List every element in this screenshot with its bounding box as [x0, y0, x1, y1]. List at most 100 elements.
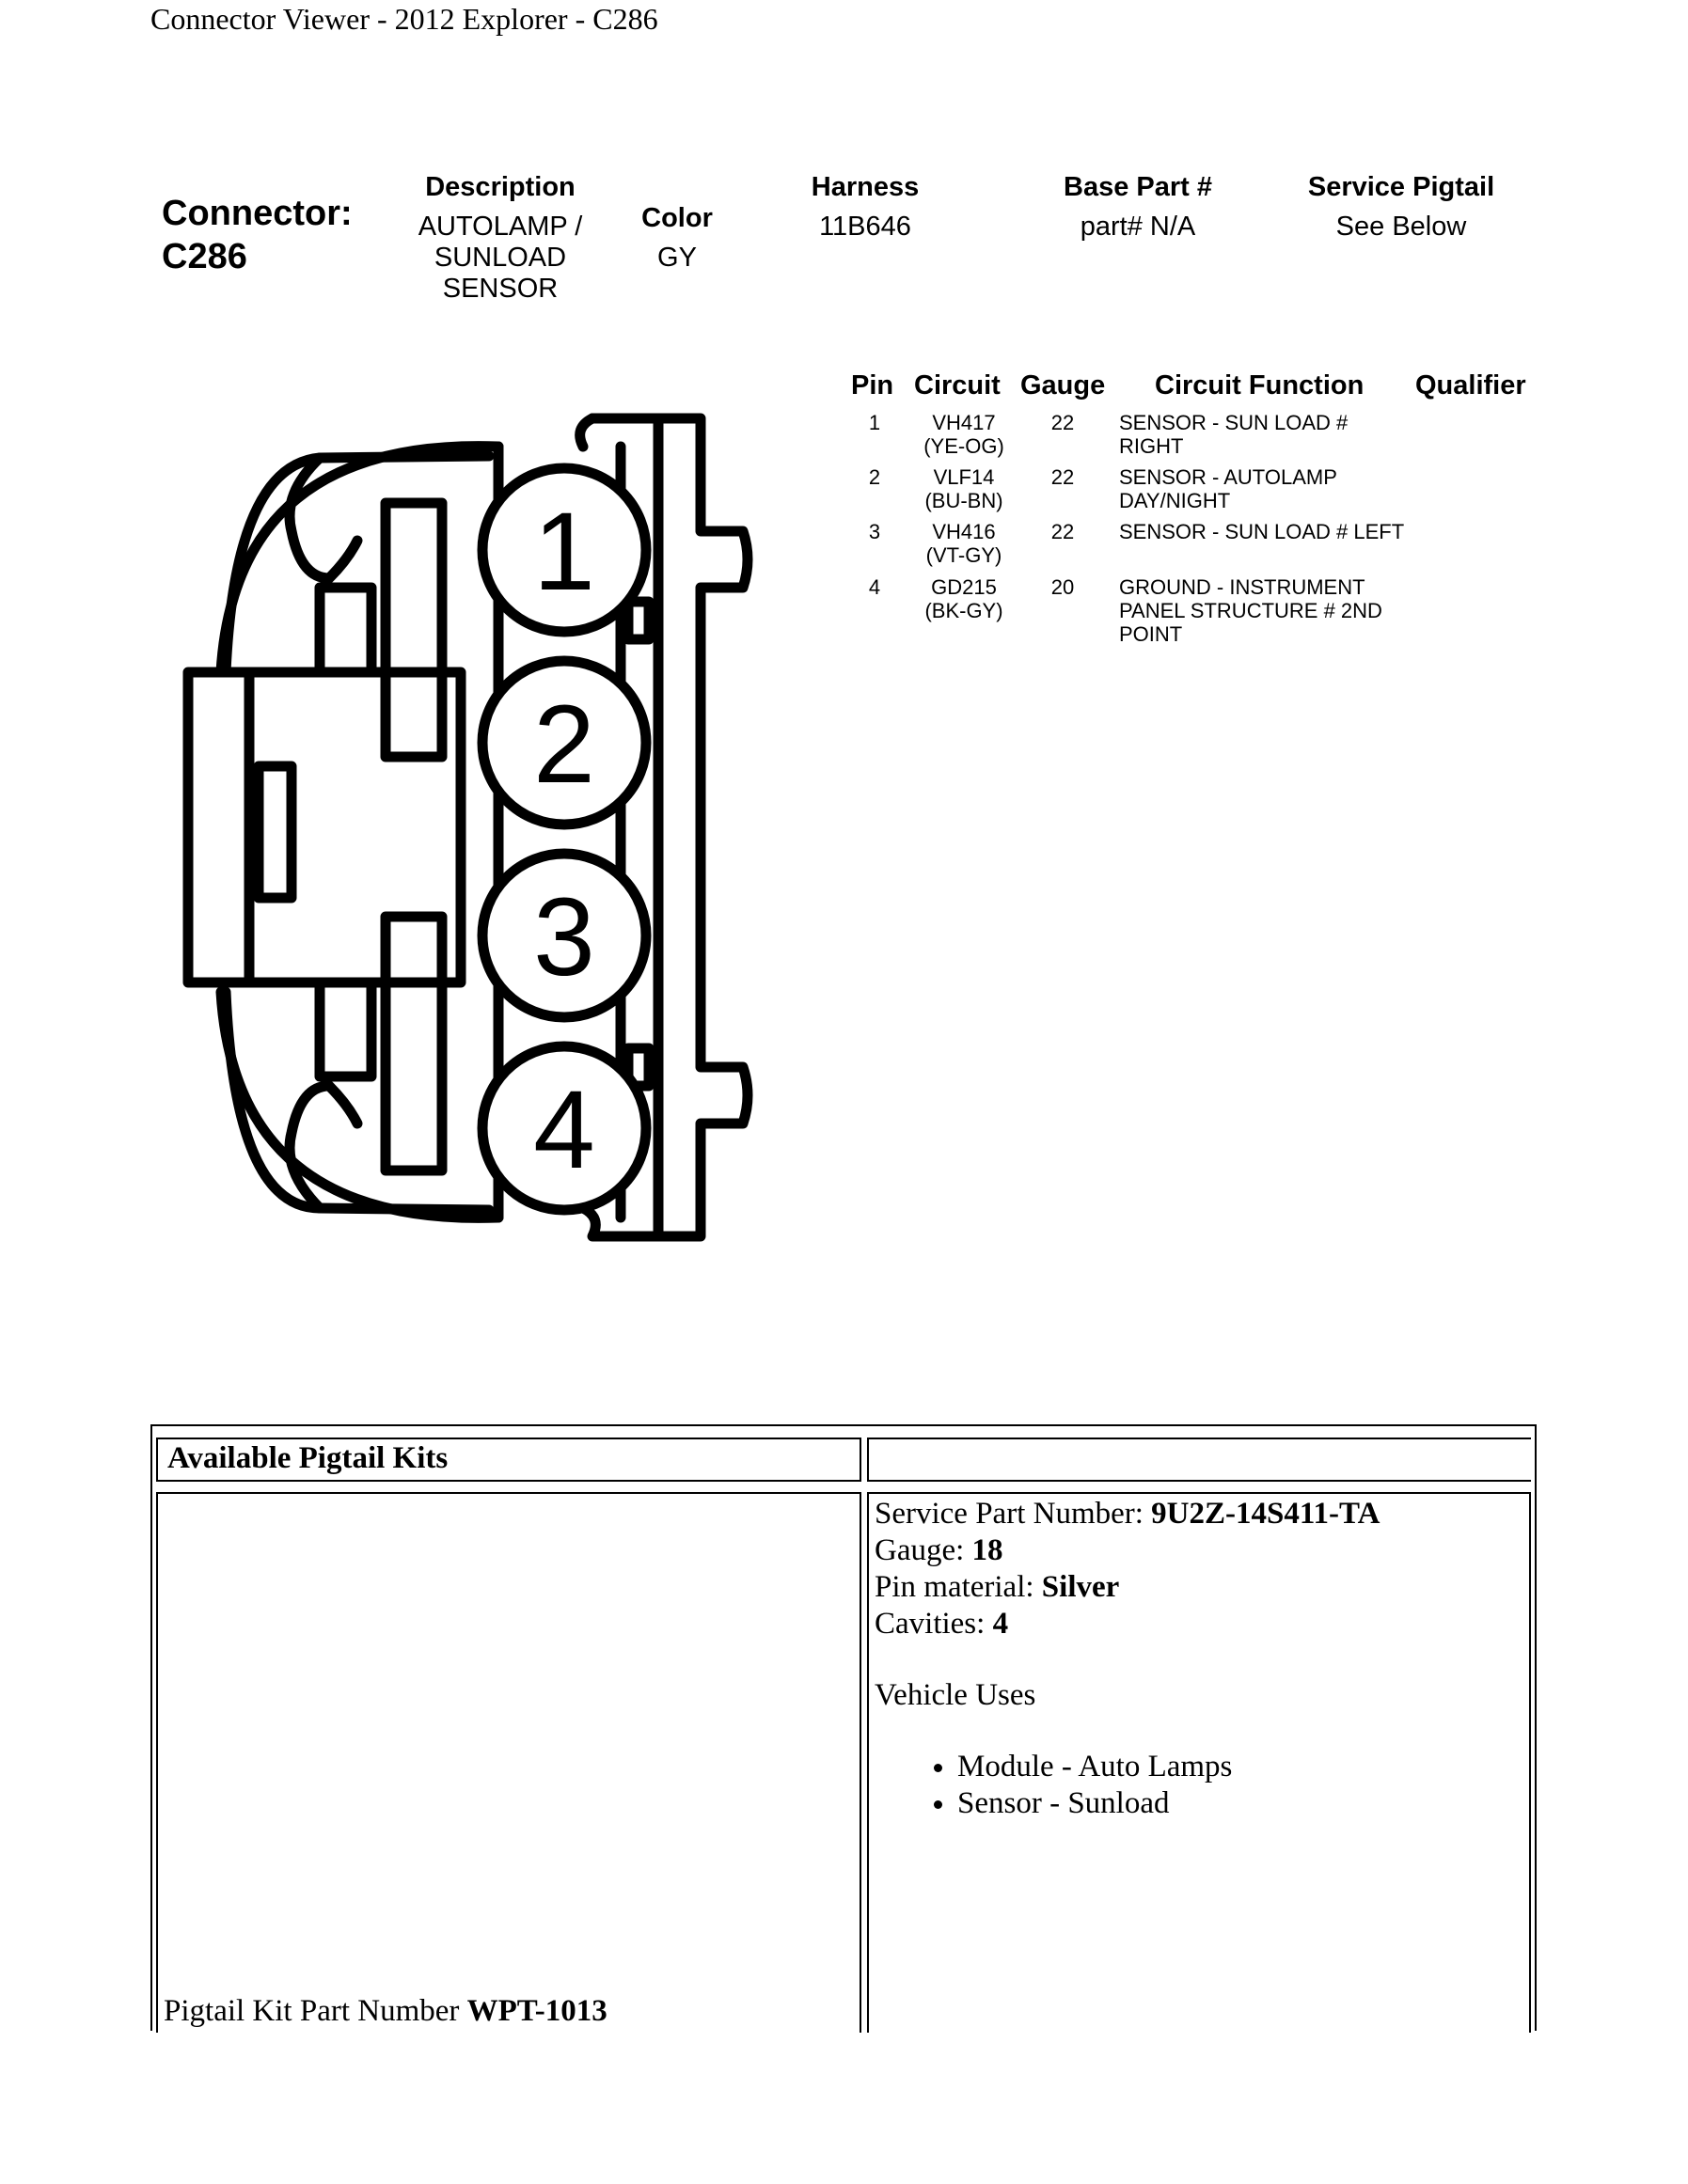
pin-material: Pin material: Silver — [875, 1569, 1523, 1606]
circuit-id: VH416 — [932, 520, 996, 543]
cavity-2 — [477, 655, 652, 830]
service-pigtail-heading: Service Pigtail — [1307, 172, 1495, 202]
circuit-color: (YE-OG) — [923, 434, 1004, 458]
description-line: SUNLOAD — [434, 243, 567, 273]
color-heading: Color — [641, 203, 713, 233]
service-part-label: Service Part Number: — [875, 1497, 1152, 1531]
right-latch-outline — [577, 413, 753, 1242]
upper-post — [314, 582, 377, 678]
cavity-2-number: 2 — [533, 683, 595, 807]
pin-gauge: 22 — [1050, 411, 1075, 434]
pin-number: 1 — [868, 411, 881, 434]
gauge-header: Gauge — [1020, 370, 1106, 401]
list-item: Sensor - Sunload — [957, 1785, 1523, 1822]
cavity-4-number: 4 — [533, 1068, 595, 1192]
cavity-4 — [477, 1041, 652, 1216]
lower-rail — [380, 911, 448, 1176]
pigtail-detail-cell: Service Part Number: 9U2Z-14S411-TA Gaug… — [867, 1492, 1531, 2033]
vehicle-uses-title: Vehicle Uses — [875, 1678, 1036, 1712]
pin-header: Pin — [851, 370, 894, 401]
vehicle-uses-list: Module - Auto Lamps Sensor - Sunload — [875, 1749, 1523, 1822]
left-housing-block — [182, 667, 466, 988]
right-latch-top — [575, 413, 598, 452]
pin-circuit: VH416 (VT-GY) — [907, 520, 1020, 567]
function-line: PANEL STRUCTURE # 2ND — [1119, 599, 1382, 622]
cavities-label: Cavities: — [875, 1607, 993, 1641]
circuit-function-header: Circuit Function — [1155, 370, 1365, 401]
pin-number: 2 — [868, 465, 881, 489]
pin-gauge: 20 — [1050, 575, 1075, 599]
base-part-heading: Base Part # — [1064, 172, 1212, 202]
harness-value: 11B646 — [819, 212, 911, 242]
service-part-value: 9U2Z-14S411-TA — [1151, 1497, 1380, 1531]
pin-function: SENSOR - AUTOLAMP DAY/NIGHT — [1119, 465, 1429, 512]
pin-number: 4 — [868, 575, 881, 599]
cavity-1 — [477, 463, 652, 637]
cavity-3-number: 3 — [533, 875, 595, 999]
connector-label: Connector: C286 — [162, 192, 353, 278]
base-part-value: part# N/A — [1080, 212, 1196, 242]
function-line: DAY/NIGHT — [1119, 489, 1231, 512]
service-part-number: Service Part Number: 9U2Z-14S411-TA — [875, 1496, 1523, 1532]
function-line: SENSOR - AUTOLAMP — [1119, 465, 1337, 489]
connector-label-text: Connector: — [162, 194, 353, 233]
pigtail-kit-cell: Pigtail Kit Part Number WPT-1013 — [156, 1492, 861, 2033]
rail-tab-top — [623, 596, 655, 645]
housing-outer — [220, 450, 495, 678]
pin-number: 3 — [868, 520, 881, 543]
harness-heading: Harness — [811, 172, 920, 202]
page-title: Connector Viewer - 2012 Explorer - C286 — [150, 2, 658, 36]
circuit-color: (BK-GY) — [924, 599, 1003, 622]
pigtail-header-empty-cell — [867, 1438, 1531, 1482]
pigtail-kit-part-number: Pigtail Kit Part Number WPT-1013 — [164, 1994, 607, 2029]
latch-top — [284, 452, 363, 584]
pin-material-label: Pin material: — [875, 1570, 1042, 1604]
circuit-id: GD215 — [931, 575, 997, 599]
circuit-color: (VT-GY) — [925, 543, 1002, 567]
pin-function: GROUND - INSTRUMENT PANEL STRUCTURE # 2N… — [1119, 575, 1429, 646]
pin-circuit: VH417 (YE-OG) — [907, 411, 1020, 458]
list-item: Module - Auto Lamps — [957, 1749, 1523, 1785]
pin-circuit: GD215 (BK-GY) — [907, 575, 1020, 622]
upper-rail — [380, 497, 448, 762]
cavity-3 — [477, 848, 652, 1023]
function-line: RIGHT — [1119, 434, 1184, 458]
description-value: AUTOLAMP / SUNLOAD SENSOR — [397, 212, 604, 305]
pin-gauge: 22 — [1050, 465, 1075, 489]
cavities-value: 4 — [992, 1607, 1009, 1641]
circuit-id: VH417 — [932, 411, 996, 434]
pin-function: SENSOR - SUN LOAD # LEFT — [1119, 520, 1458, 543]
cavities: Cavities: 4 — [875, 1606, 1523, 1642]
function-line: POINT — [1119, 622, 1183, 646]
pigtail-kit-value: WPT-1013 — [466, 1994, 607, 2028]
circuit-color: (BU-BN) — [924, 489, 1003, 512]
function-line: SENSOR - SUN LOAD # — [1119, 411, 1349, 434]
pin-function: SENSOR - SUN LOAD # RIGHT — [1119, 411, 1429, 458]
cavity-1-number: 1 — [533, 490, 595, 614]
pigtail-gauge: Gauge: 18 — [875, 1532, 1523, 1569]
pin-gauge: 22 — [1050, 520, 1075, 543]
pigtail-gauge-label: Gauge: — [875, 1533, 972, 1567]
service-pigtail-value: See Below — [1335, 212, 1467, 242]
connector-id: C286 — [162, 237, 247, 276]
pigtail-details: Service Part Number: 9U2Z-14S411-TA Gaug… — [875, 1496, 1523, 1822]
connector-face-diagram: 1 2 3 4 — [182, 413, 753, 1242]
function-line: SENSOR - SUN LOAD # LEFT — [1119, 520, 1405, 543]
color-value: GY — [657, 243, 697, 273]
pigtail-kit-label: Pigtail Kit Part Number — [164, 1994, 467, 2028]
pin-material-value: Silver — [1041, 1570, 1120, 1604]
qualifier-header: Qualifier — [1415, 370, 1526, 401]
lower-post — [314, 977, 377, 1082]
pin-circuit: VLF14 (BU-BN) — [907, 465, 1020, 512]
description-heading: Description — [425, 172, 576, 202]
latch-bottom — [284, 1080, 363, 1214]
pigtail-title-cell: Available Pigtail Kits — [156, 1438, 861, 1482]
pigtail-title: Available Pigtail Kits — [167, 1441, 449, 1475]
circuit-id: VLF14 — [933, 465, 995, 489]
housing-outer-bottom — [220, 986, 495, 1216]
function-line: GROUND - INSTRUMENT — [1119, 575, 1365, 599]
pigtail-gauge-value: 18 — [971, 1533, 1003, 1567]
description-line: SENSOR — [442, 274, 559, 304]
key-slot — [253, 761, 297, 903]
circuit-header: Circuit — [914, 370, 1001, 401]
